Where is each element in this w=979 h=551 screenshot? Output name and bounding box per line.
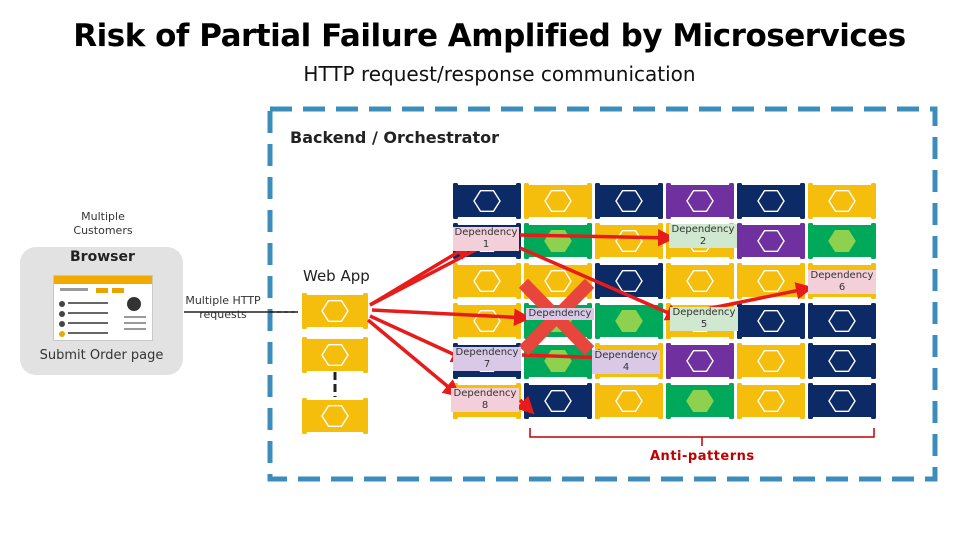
dependency-6-label: Dependency 6 — [808, 270, 876, 294]
service-block-r2c0 — [453, 263, 521, 299]
service-block-r5c4 — [737, 383, 805, 419]
webapp-instance-0 — [302, 293, 368, 329]
webapp-instance-1 — [302, 337, 368, 373]
webapp-stack — [302, 293, 368, 434]
dependency-2-label: Dependency 2 — [669, 224, 737, 248]
service-grid — [453, 183, 876, 419]
service-block-r4c3 — [666, 343, 734, 379]
service-block-r3c5 — [808, 303, 876, 339]
service-block-r0c0 — [453, 183, 521, 219]
slide-title: Risk of Partial Failure Amplified by Mic… — [73, 18, 906, 54]
thumbnail-header-bar — [54, 276, 152, 284]
service-block-r3c0 — [453, 303, 521, 339]
service-block-r5c2 — [595, 383, 663, 419]
customers-label: Multiple Customers — [73, 210, 133, 237]
http-requests-label: Multiple HTTP requests — [185, 294, 261, 321]
submit-order-page-thumbnail — [53, 275, 153, 341]
arrow-webapp-dep3 — [371, 308, 532, 327]
service-block-r1c2 — [595, 223, 663, 259]
service-block-r2c4 — [737, 263, 805, 299]
service-block-r0c4 — [737, 183, 805, 219]
arrow-dep1-dep5 — [519, 246, 684, 321]
thumbnail-content — [59, 288, 146, 337]
slide-subtitle: HTTP request/response communication — [303, 62, 696, 86]
service-block-r0c1 — [524, 183, 592, 219]
arrow-dep8-grid — [515, 395, 535, 415]
service-block-r4c4 — [737, 343, 805, 379]
service-block-r3c2 — [595, 303, 663, 339]
service-block-r5c3 — [666, 383, 734, 419]
dependency-5-label: Dependency 5 — [670, 307, 738, 331]
antipatterns-label: Anti-patterns — [650, 449, 755, 464]
orchestrator-label: Backend / Orchestrator — [290, 128, 499, 147]
service-block-r0c2 — [595, 183, 663, 219]
service-block-r2c2 — [595, 263, 663, 299]
dependency-3-label: Dependency — [526, 308, 594, 320]
dependency-1-label: Dependency 1 — [453, 227, 519, 251]
arrow-dep1-dep2 — [519, 228, 676, 247]
service-block-r1c5 — [808, 223, 876, 259]
service-block-r5c5 — [808, 383, 876, 419]
service-block-r1c4 — [737, 223, 805, 259]
webapp-label: Web App — [303, 267, 370, 285]
webapp-instance-2 — [302, 398, 368, 434]
service-block-r3c4 — [737, 303, 805, 339]
orchestrator-boundary — [267, 106, 938, 482]
service-block-r0c3 — [666, 183, 734, 219]
service-block-r0c5 — [808, 183, 876, 219]
arrow-webapp-dep8 — [366, 318, 461, 398]
dependency-8-label: Dependency 8 — [451, 388, 519, 412]
arrow-webapp-dep7 — [369, 314, 470, 363]
browser-label: Browser — [70, 249, 135, 265]
submit-order-page-label: Submit Order page — [39, 348, 164, 363]
dependency-7-label: Dependency 7 — [453, 347, 521, 371]
service-block-r5c1 — [524, 383, 592, 419]
antipatterns-bracket — [529, 428, 875, 446]
dependency-4-label: Dependency 4 — [592, 350, 660, 374]
service-block-r2c3 — [666, 263, 734, 299]
service-block-r4c1 — [524, 343, 592, 379]
service-block-r4c5 — [808, 343, 876, 379]
